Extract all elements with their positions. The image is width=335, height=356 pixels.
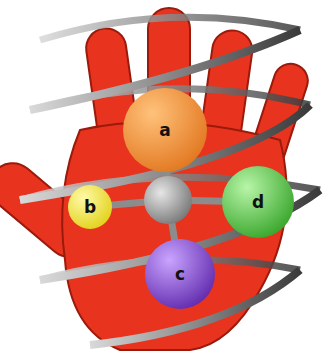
- atom-label: a: [159, 122, 170, 139]
- atom-sphere: c: [145, 239, 215, 309]
- atom-label: d: [252, 194, 264, 211]
- atom-label: b: [84, 199, 96, 216]
- spiral-ribbon: [20, 30, 320, 345]
- atom-sphere: b: [68, 185, 112, 229]
- atom-label: c: [175, 266, 185, 283]
- atom-sphere: a: [123, 88, 207, 172]
- central-atom: [144, 176, 192, 224]
- atom-sphere: d: [222, 166, 294, 238]
